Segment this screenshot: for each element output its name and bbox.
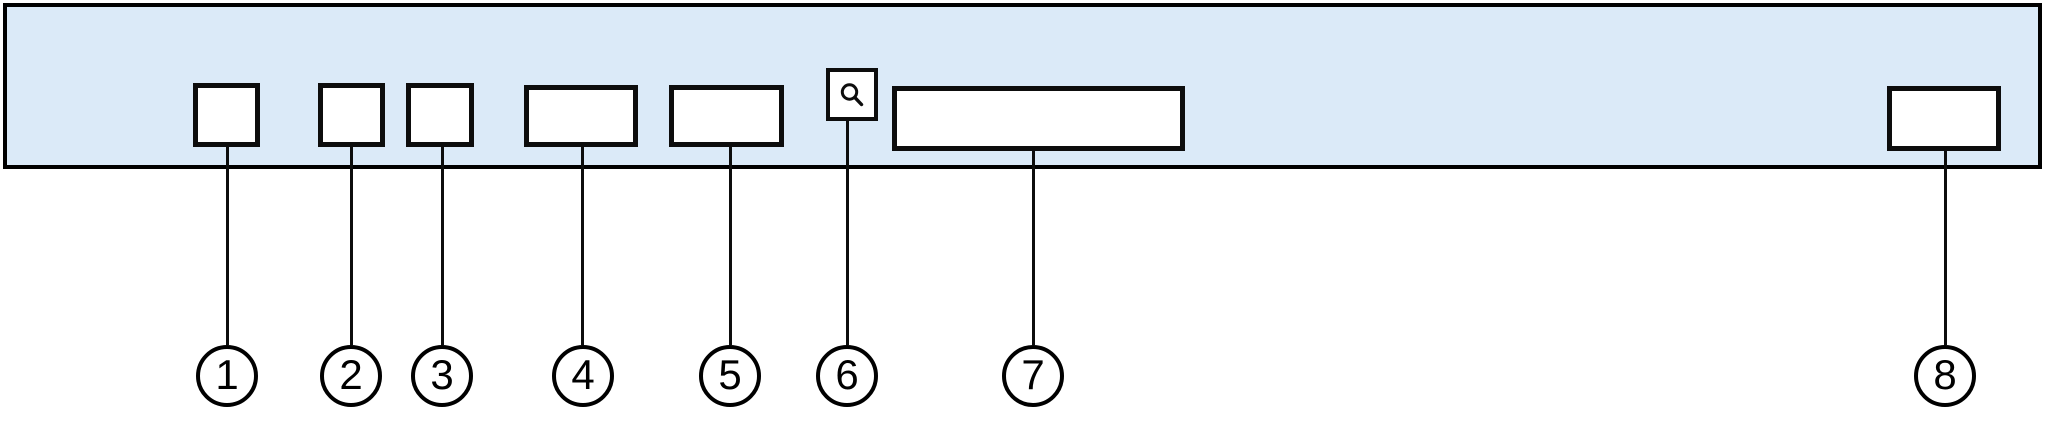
leader-line-1 — [226, 147, 229, 345]
callout-number-2: 2 — [339, 351, 363, 398]
callout-marker-7: 7 — [1002, 345, 1064, 407]
callout-marker-1: 1 — [196, 345, 258, 407]
callout-marker-4: 4 — [552, 345, 614, 407]
search-icon — [830, 72, 874, 117]
callout-marker-2: 2 — [320, 345, 382, 407]
callout-marker-6: 6 — [816, 345, 878, 407]
callout-marker-3: 3 — [411, 345, 473, 407]
toolbar-button-1[interactable] — [193, 83, 260, 147]
toolbar-button-8[interactable] — [1887, 86, 2001, 151]
callout-number-5: 5 — [718, 351, 742, 398]
leader-line-2 — [350, 147, 353, 345]
toolbar-button-2[interactable] — [318, 83, 385, 147]
callout-number-3: 3 — [430, 351, 454, 398]
leader-line-8 — [1944, 151, 1947, 345]
callout-marker-5: 5 — [699, 345, 761, 407]
leader-line-7 — [1032, 151, 1035, 345]
callout-number-8: 8 — [1933, 351, 1957, 398]
leader-line-6 — [846, 121, 849, 345]
leader-line-3 — [441, 147, 444, 345]
toolbar-button-5[interactable] — [669, 85, 784, 147]
search-text-input[interactable] — [892, 86, 1185, 151]
callout-number-1: 1 — [215, 351, 239, 398]
callout-number-6: 6 — [835, 351, 859, 398]
search-button[interactable] — [826, 68, 878, 121]
callout-number-7: 7 — [1021, 351, 1045, 398]
callout-number-4: 4 — [571, 351, 595, 398]
toolbar-button-3[interactable] — [406, 83, 474, 147]
leader-line-5 — [729, 147, 732, 345]
callout-marker-8: 8 — [1914, 345, 1976, 407]
toolbar-button-4[interactable] — [524, 85, 638, 147]
leader-line-4 — [581, 147, 584, 345]
